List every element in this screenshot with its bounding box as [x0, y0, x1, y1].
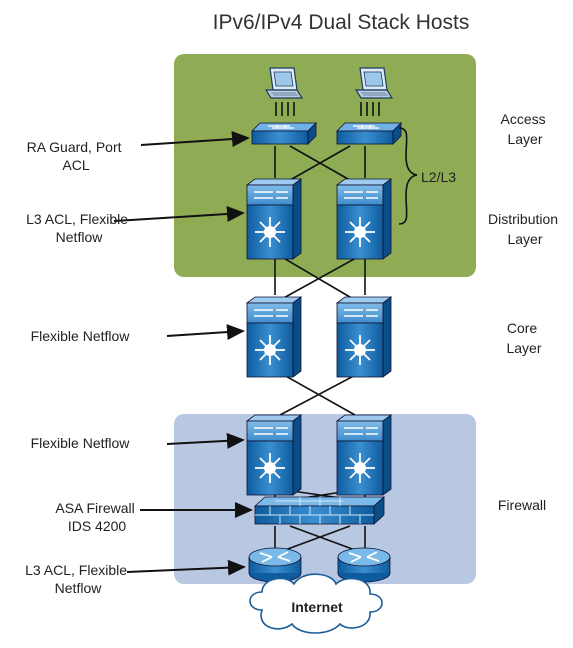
- router-left-icon: [248, 547, 302, 583]
- firewall-switch-left-icon: [246, 414, 302, 496]
- ra-guard-label: RA Guard, Port ACL: [27, 139, 126, 173]
- distribution-acl-label: L3 ACL, Flexible Netflow: [26, 211, 132, 245]
- left-labels: RA Guard, Port ACL L3 ACL, Flexible Netf…: [25, 139, 138, 596]
- firewall-switch-right-icon: [336, 414, 392, 496]
- firewall-netflow-label: Flexible Netflow: [31, 435, 131, 451]
- distribution-layer-label: Distribution Layer: [488, 211, 562, 247]
- distribution-switch-right-icon: [336, 178, 392, 260]
- access-layer-label: Access Layer: [500, 111, 549, 147]
- core-netflow-label: Flexible Netflow: [31, 328, 131, 344]
- right-labels: Access Layer L2/L3 Distribution Layer Co…: [421, 111, 562, 513]
- l2l3-label: L2/L3: [421, 169, 456, 185]
- access-switch-left-icon: [251, 122, 317, 145]
- distribution-switch-left-icon: [246, 178, 302, 260]
- asa-firewall-icon: [253, 496, 386, 525]
- access-switch-right-icon: [336, 122, 402, 145]
- router-right-icon: [337, 547, 391, 583]
- firewall-layer-label: Firewall: [498, 497, 546, 513]
- l2l3-bracket: [398, 127, 418, 225]
- internet-cloud-icon: [249, 573, 383, 634]
- page-title: IPv6/IPv4 Dual Stack Hosts: [213, 11, 470, 34]
- label-arrows: [113, 131, 253, 576]
- edge-acl-label: L3 ACL, Flexible Netflow: [25, 562, 131, 596]
- internet-label: Internet: [291, 599, 343, 615]
- core-switch-left-icon: [246, 296, 302, 378]
- core-layer-label: Core Layer: [506, 320, 541, 356]
- core-switch-right-icon: [336, 296, 392, 378]
- asa-firewall-label: ASA Firewall IDS 4200: [55, 500, 138, 534]
